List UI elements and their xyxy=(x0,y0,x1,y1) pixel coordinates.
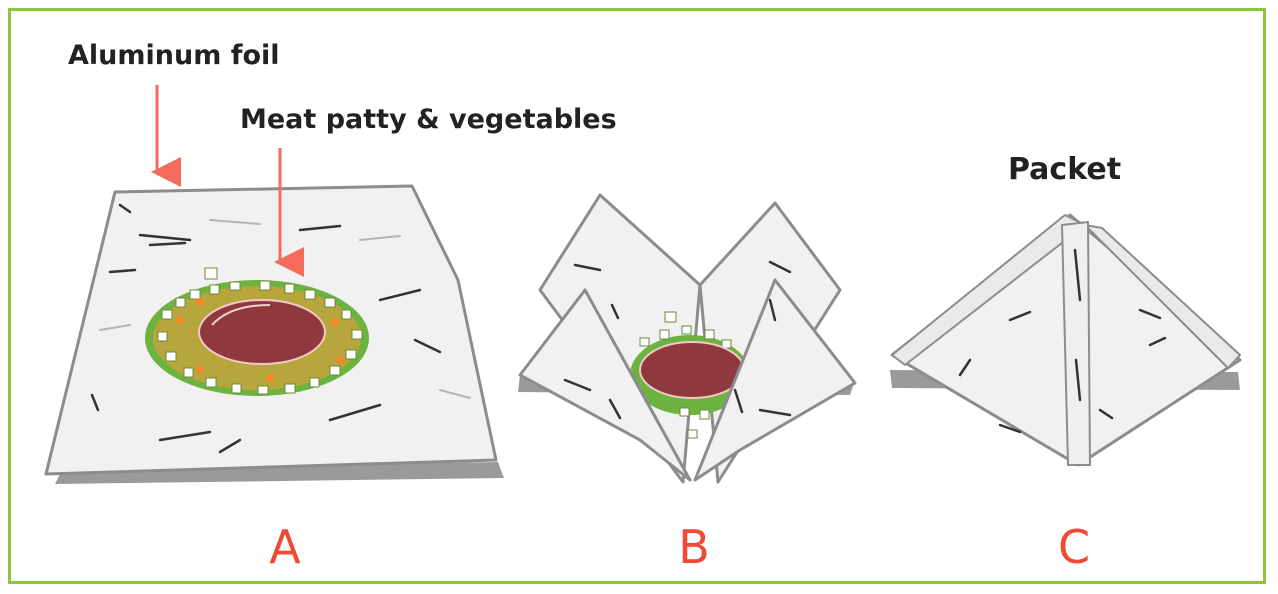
label-packet: Packet xyxy=(1008,152,1121,187)
label-meat-patty: Meat patty & vegetables xyxy=(240,104,617,135)
foil-folding-b xyxy=(518,195,855,482)
step-label-c: C xyxy=(1034,520,1114,574)
foil-packet-c xyxy=(890,215,1240,465)
label-aluminum-foil: Aluminum foil xyxy=(68,40,280,71)
step-label-a: A xyxy=(245,520,325,574)
meat-patty-a xyxy=(199,300,325,364)
step-label-b: B xyxy=(654,520,734,574)
meat-patty-b xyxy=(640,342,744,398)
